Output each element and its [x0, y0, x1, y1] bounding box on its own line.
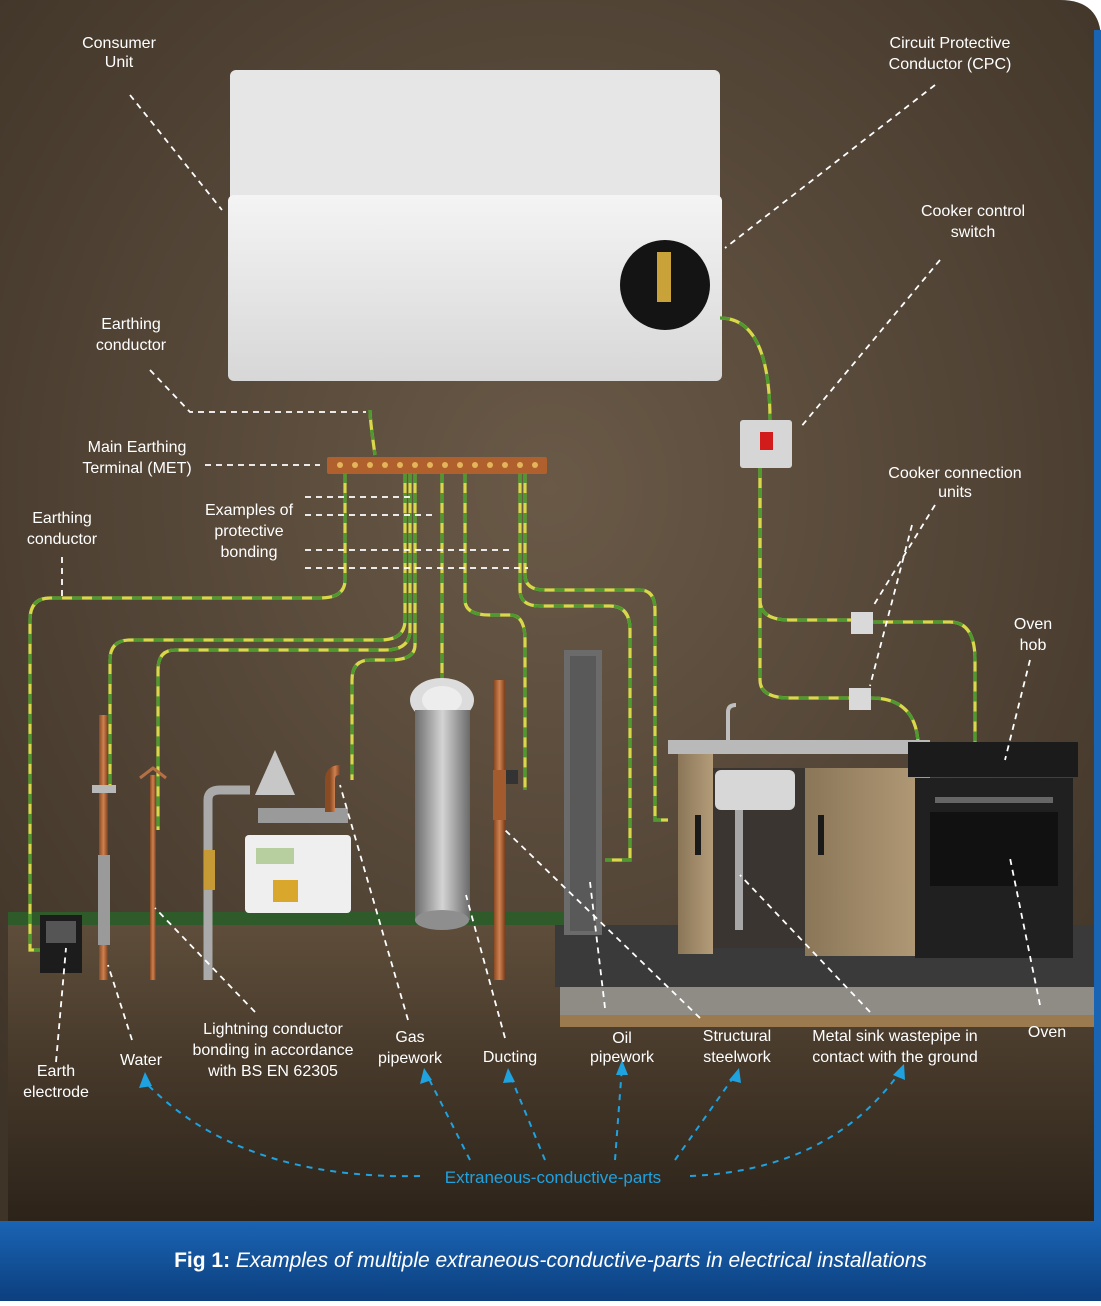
label-earthing-conductor-left: Earthing conductor [27, 510, 98, 548]
label-line: contact with the ground [812, 1049, 977, 1066]
label-line: Earth [37, 1063, 75, 1080]
lightning-conductor [139, 766, 167, 980]
label-line: Consumer [82, 35, 156, 52]
label-line: Conductor (CPC) [889, 56, 1012, 73]
label-cooker-connection-units: Cooker connection units [888, 465, 1021, 501]
caption-text: Examples of multiple extraneous-conducti… [235, 1249, 927, 1272]
label-line: bonding [221, 544, 278, 561]
cooker-connection-unit-1 [851, 612, 873, 634]
cooker-connection-unit-2 [849, 688, 871, 710]
label-cooker-control-switch: Cooker control switch [921, 203, 1025, 241]
label-line: pipework [590, 1049, 655, 1066]
frame-right-edge [1094, 30, 1101, 1221]
consumer-unit [228, 70, 722, 381]
label-line: conductor [27, 531, 98, 548]
label-line: Terminal (MET) [82, 460, 191, 477]
label-line: Earthing [32, 510, 92, 527]
earth-electrode [40, 915, 82, 973]
label-line: Structural [703, 1028, 771, 1045]
label-met: Main Earthing Terminal (MET) [82, 439, 191, 477]
label-earth-electrode: Earth electrode [23, 1063, 89, 1101]
sink-cabinet [668, 703, 930, 956]
label-gas-pipework: Gas pipework [378, 1029, 443, 1067]
label-line: Earthing [101, 316, 161, 333]
label-line: Cooker control [921, 203, 1025, 220]
label-oven: Oven [1028, 1024, 1066, 1041]
oil-pipework [493, 680, 518, 980]
label-line: steelwork [703, 1049, 772, 1066]
cooker-control-switch [740, 420, 792, 468]
label-line: Unit [105, 54, 134, 71]
label-line: switch [951, 224, 995, 241]
figure-caption: Fig 1: Examples of multiple extraneous-c… [174, 1249, 927, 1273]
main-earthing-terminal [327, 457, 547, 474]
grass-strip [8, 912, 568, 926]
label-oil-pipework: Oil pipework [590, 1030, 655, 1066]
label-line: Circuit Protective [890, 35, 1011, 52]
label-line: Main Earthing [88, 439, 187, 456]
gas-meter-and-pipework [203, 750, 351, 980]
label-lightning-conductor: Lightning conductor bonding in accordanc… [192, 1021, 353, 1080]
oven [908, 742, 1078, 958]
ducting [410, 678, 474, 930]
extraneous-arrows [139, 1060, 905, 1178]
label-structural-steelwork: Structural steelwork [703, 1028, 772, 1066]
bonding-wires [28, 316, 977, 952]
label-line: Oil [612, 1030, 632, 1047]
label-metal-sink: Metal sink wastepipe in contact with the… [812, 1028, 977, 1066]
label-water: Water [120, 1052, 163, 1069]
caption-bar: Fig 1: Examples of multiple extraneous-c… [0, 1221, 1101, 1301]
label-line: pipework [378, 1050, 443, 1067]
label-line: Oven [1014, 616, 1052, 633]
kitchen-floor-sand [560, 1015, 1094, 1027]
label-protective-bonding: Examples of protective bonding [205, 502, 294, 561]
label-line: bonding in accordance [192, 1042, 353, 1059]
label-line: Metal sink wastepipe in [812, 1028, 977, 1045]
label-cpc: Circuit Protective Conductor (CPC) [889, 35, 1012, 73]
label-line: conductor [96, 337, 167, 354]
label-line: Lightning conductor [203, 1021, 343, 1038]
label-line: protective [214, 523, 283, 540]
structural-steelwork [564, 650, 602, 935]
label-line: with BS EN 62305 [207, 1063, 338, 1080]
kitchen-floor-gravel [560, 987, 1094, 1015]
caption-prefix: Fig 1: [174, 1249, 231, 1272]
label-line: Gas [395, 1029, 424, 1046]
label-ducting: Ducting [483, 1049, 537, 1066]
label-extraneous-conductive-parts: Extraneous-conductive-parts [445, 1168, 661, 1187]
label-line: electrode [23, 1084, 89, 1101]
label-line: Examples of [205, 502, 294, 519]
label-line: units [938, 484, 972, 501]
water-pipe [92, 715, 116, 980]
label-earthing-conductor-top: Earthing conductor [96, 316, 167, 354]
label-line: hob [1020, 637, 1047, 654]
annotation-arrows [55, 84, 1041, 1063]
label-line: Cooker connection [888, 465, 1021, 482]
label-oven-hob: Oven hob [1014, 616, 1052, 654]
label-consumer-unit: Consumer Unit [82, 35, 156, 71]
